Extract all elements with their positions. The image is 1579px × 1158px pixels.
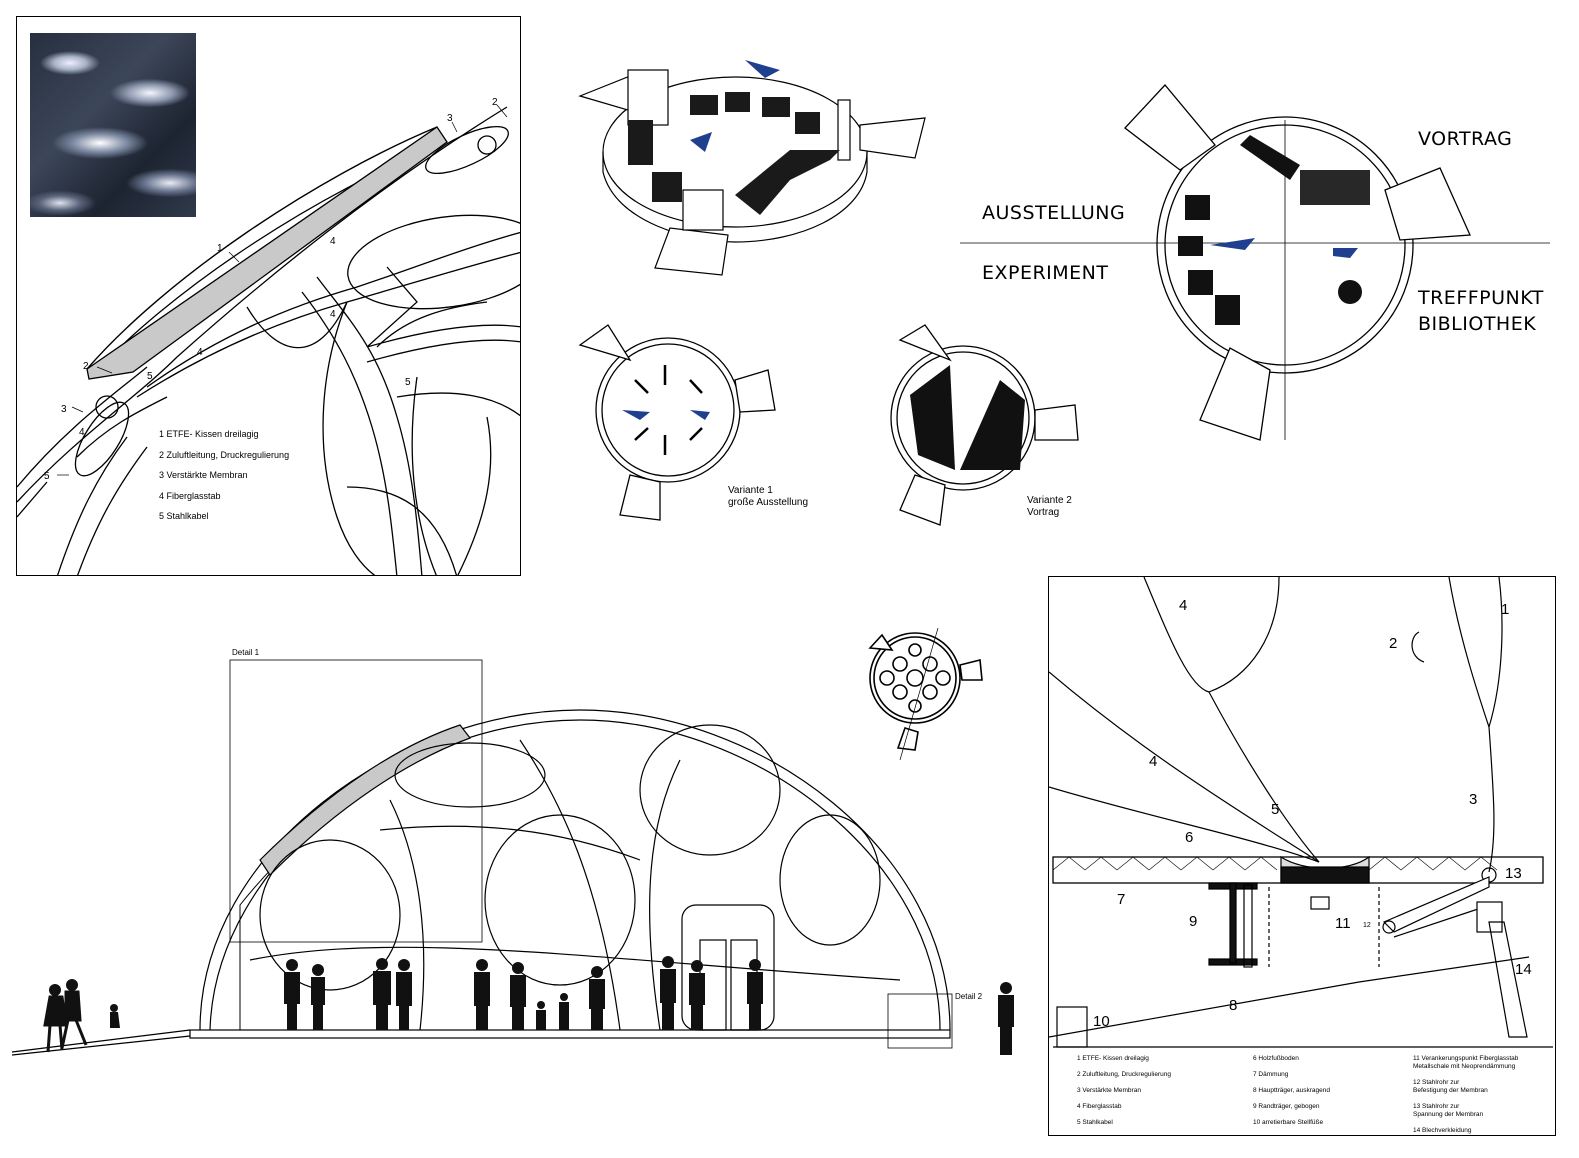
detail-membrane-drawing [17,104,520,575]
callout: 9 [1189,913,1198,930]
callout: 4 [79,427,85,438]
legend-top: 1 ETFE- Kissen dreilagig 2 Zuluftleitung… [159,424,289,527]
legend-item: 5 Stahlkabel [159,511,209,521]
detail-foundation-drawing [1049,577,1553,1048]
detail1-label: Detail 1 [232,648,260,657]
callout: 14 [1515,961,1532,978]
axonometric-furniture [628,92,840,215]
callout: 5 [1271,801,1280,818]
variant1-caption: Variante 1 große Ausstellung [728,485,809,508]
callout: 5 [147,371,153,382]
callout: 3 [61,404,67,415]
zone-label-bibliothek: BIBLIOTHEK [1418,313,1537,335]
legend-item: 2 Zuluftleitung, Druckregulierung [159,449,290,460]
callout: 2 [83,361,89,372]
callout: 4 [197,347,203,358]
legend-item: 3 Verstärkte Membran [159,470,248,480]
callout: 4 [1179,597,1188,614]
callout: 10 [1093,1013,1110,1030]
callout: 8 [1229,997,1238,1014]
legend-item: 4 Fiberglasstab [159,490,221,501]
detail-foundation-frame: 1 2 3 4 4 5 6 7 8 9 10 11 12 13 14 1 ETF… [1048,576,1556,1136]
zone-label-treffpunkt: TREFFPUNKT [1418,287,1544,309]
people-silhouettes [43,956,1014,1055]
callout: 2 [492,97,498,108]
zone-label-experiment: EXPERIMENT [982,262,1109,284]
callout: 5 [405,377,411,388]
callout: 11 [1335,915,1351,932]
zone-label-vortrag: VORTRAG [1418,128,1513,150]
callout: 1 [217,243,223,254]
callout: 13 [1505,865,1522,882]
geodesic-plan [868,627,983,761]
callout: 4 [330,236,336,247]
callout: 2 [1389,635,1398,652]
variant2-caption: Variante 2 Vortrag [1027,495,1072,518]
detail2-label: Detail 2 [955,992,983,1001]
legend-bottom-col1: 1 ETFE- Kissen dreilagig 2 Zuluftleitung… [1077,1055,1171,1126]
elevation-drawing [11,659,953,1056]
axonometric-plan [578,69,926,276]
etfe-photo [30,33,196,217]
callout: 1 [1501,601,1510,618]
legend-item: 1 ETFE- Kissen dreilagig [159,429,259,439]
legend-bottom-col2: 6 Holzfußboden 7 Dämmung 8 Hauptträger, … [1253,1055,1330,1126]
callout: 4 [1149,753,1158,770]
callout: 3 [1469,791,1478,808]
callout: 12 [1363,922,1371,929]
callout: 7 [1117,891,1126,908]
callout: 5 [44,471,50,482]
zone-label-ausstellung: AUSSTELLUNG [982,202,1126,224]
legend-bottom-col3: 11 Verankerungspunkt Fiberglasstab Metal… [1413,1055,1519,1134]
callout: 4 [330,309,336,320]
zones-furniture [1178,135,1370,325]
callout: 3 [447,113,453,124]
callout: 6 [1185,829,1194,846]
detail-membrane-frame: 1 2 3 2 3 4 4 4 4 5 5 5 1 ETFE- Kissen d… [16,16,521,576]
